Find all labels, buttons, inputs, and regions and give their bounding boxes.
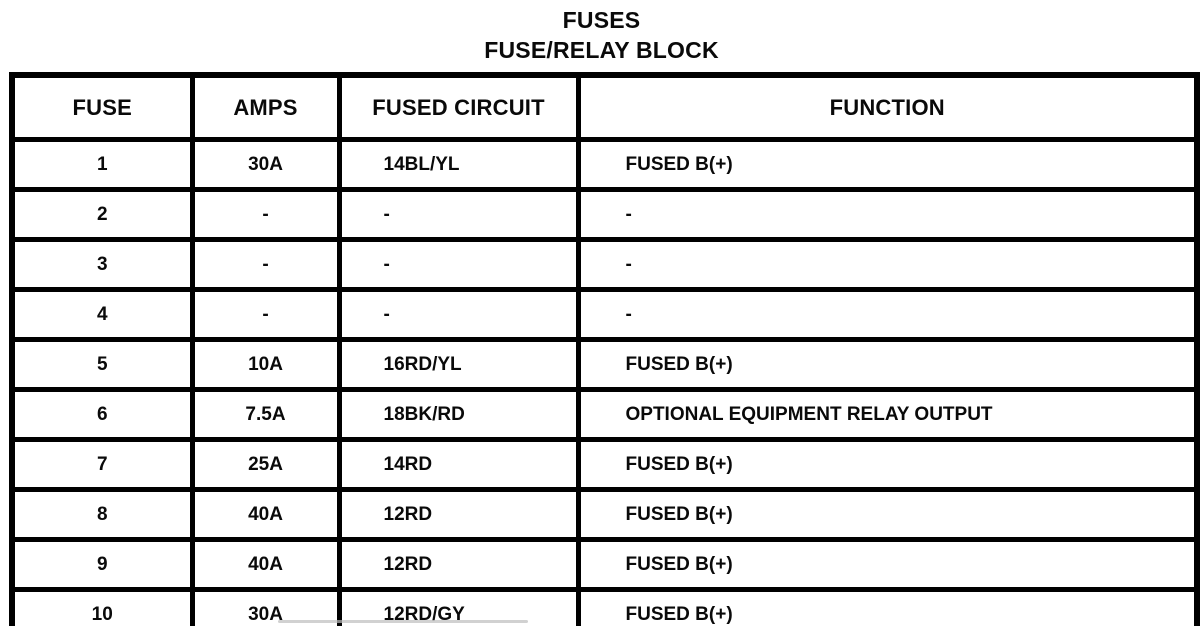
table-row: 2 - - - <box>9 187 1200 242</box>
cell-circuit: 12RD <box>336 487 581 542</box>
cell-amps: - <box>189 237 342 292</box>
cell-circuit: - <box>336 287 581 342</box>
table-row: 4 - - - <box>9 287 1200 342</box>
cell-function: FUSED B(+) <box>575 337 1200 392</box>
cell-function: FUSED B(+) <box>575 487 1200 542</box>
col-header-fused-circuit: FUSED CIRCUIT <box>336 72 581 142</box>
scan-smudge-artifact <box>278 620 528 623</box>
table-row: 3 - - - <box>9 237 1200 292</box>
cell-function: - <box>575 187 1200 242</box>
cell-function: OPTIONAL EQUIPMENT RELAY OUTPUT <box>575 387 1200 442</box>
title-line-1: FUSES <box>562 7 641 33</box>
cell-circuit: 14RD <box>336 437 581 492</box>
cell-fuse: 5 <box>9 337 195 392</box>
cell-fuse: 7 <box>9 437 195 492</box>
cell-function: FUSED B(+) <box>575 437 1200 492</box>
cell-fuse: 6 <box>9 387 195 442</box>
cell-amps: 10A <box>189 337 342 392</box>
cell-circuit: 14BL/YL <box>336 137 581 192</box>
cell-circuit: 12RD/GY <box>336 587 581 626</box>
col-header-function: FUNCTION <box>575 72 1200 142</box>
table-row: 1 30A 14BL/YL FUSED B(+) <box>9 137 1200 192</box>
cell-fuse: 4 <box>9 287 195 342</box>
cell-amps: 30A <box>189 137 342 192</box>
col-header-fuse: FUSE <box>9 72 195 142</box>
table-row: 8 40A 12RD FUSED B(+) <box>9 487 1200 542</box>
cell-fuse: 2 <box>9 187 195 242</box>
cell-amps: - <box>189 287 342 342</box>
cell-amps: 30A <box>189 587 342 626</box>
cell-amps: 40A <box>189 487 342 542</box>
table-row: 10 30A 12RD/GY FUSED B(+) <box>9 587 1200 626</box>
cell-circuit: 16RD/YL <box>336 337 581 392</box>
cell-function: FUSED B(+) <box>575 587 1200 626</box>
table-row: 9 40A 12RD FUSED B(+) <box>9 537 1200 592</box>
cell-fuse: 8 <box>9 487 195 542</box>
table-row: 6 7.5A 18BK/RD OPTIONAL EQUIPMENT RELAY … <box>9 387 1200 442</box>
cell-circuit: 18BK/RD <box>336 387 581 442</box>
title-line-2: FUSE/RELAY BLOCK <box>484 37 719 63</box>
cell-circuit: 12RD <box>336 537 581 592</box>
table-row: 7 25A 14RD FUSED B(+) <box>9 437 1200 492</box>
col-header-amps: AMPS <box>189 72 342 142</box>
cell-amps: 7.5A <box>189 387 342 442</box>
cell-circuit: - <box>336 187 581 242</box>
cell-amps: - <box>189 187 342 242</box>
page-title: FUSES FUSE/RELAY BLOCK <box>9 0 1194 65</box>
fuse-relay-table: FUSE AMPS FUSED CIRCUIT FUNCTION 1 30A 1… <box>9 72 1200 626</box>
header-row: FUSE AMPS FUSED CIRCUIT FUNCTION <box>9 72 1200 142</box>
cell-circuit: - <box>336 237 581 292</box>
cell-function: - <box>575 237 1200 292</box>
cell-fuse: 3 <box>9 237 195 292</box>
cell-fuse: 9 <box>9 537 195 592</box>
cell-fuse: 10 <box>9 587 195 626</box>
cell-amps: 25A <box>189 437 342 492</box>
cell-function: FUSED B(+) <box>575 137 1200 192</box>
cell-function: - <box>575 287 1200 342</box>
cell-amps: 40A <box>189 537 342 592</box>
table-row: 5 10A 16RD/YL FUSED B(+) <box>9 337 1200 392</box>
cell-fuse: 1 <box>9 137 195 192</box>
cell-function: FUSED B(+) <box>575 537 1200 592</box>
